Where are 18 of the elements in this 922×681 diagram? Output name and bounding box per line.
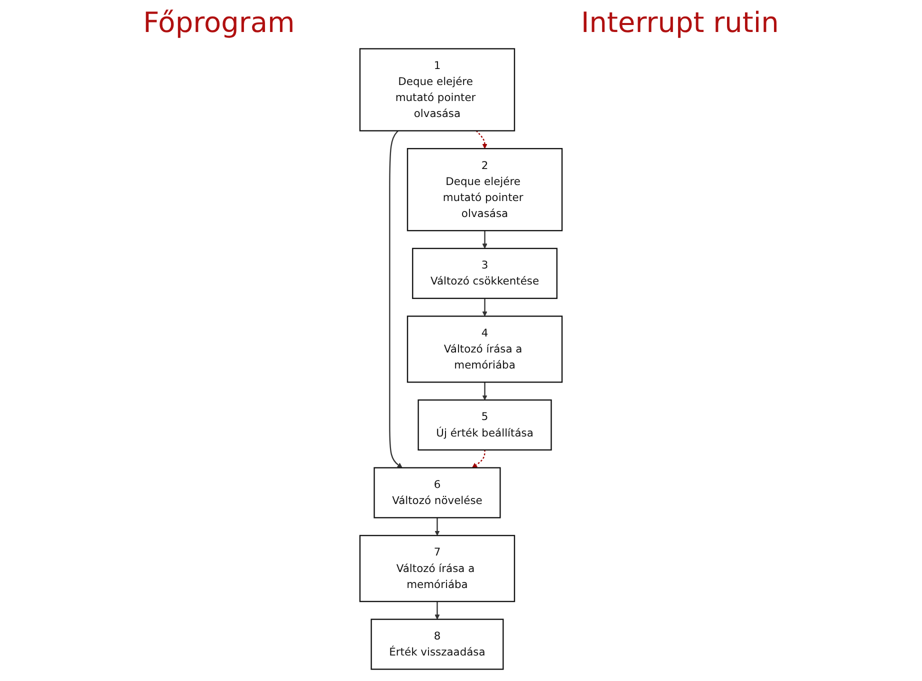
node-box: 8 Érték visszaadása	[370, 618, 504, 670]
arrow	[482, 382, 488, 400]
arrow	[482, 230, 488, 249]
arrow	[434, 602, 440, 620]
arrow	[434, 518, 440, 536]
node-box: 1 Deque elejére mutató pointer olvasása	[359, 48, 516, 132]
arrow	[482, 298, 488, 316]
arrow	[472, 450, 486, 468]
node-box: 4 Változó írása a memóriába	[406, 316, 563, 383]
node-box: 2 Deque elejére mutató pointer olvasása	[406, 148, 563, 232]
node-box: 7 Változó írása a memóriába	[359, 534, 516, 602]
arrow	[389, 130, 402, 468]
column-heading: Interrupt rutin	[581, 6, 779, 38]
node-box: 3 Változó csökkentése	[412, 248, 558, 299]
node-box: 6 Változó növelése	[374, 467, 501, 518]
node-box: 5 Új érték beállítása	[418, 399, 552, 451]
arrow	[476, 130, 488, 149]
column-heading: Főprogram	[143, 6, 295, 38]
